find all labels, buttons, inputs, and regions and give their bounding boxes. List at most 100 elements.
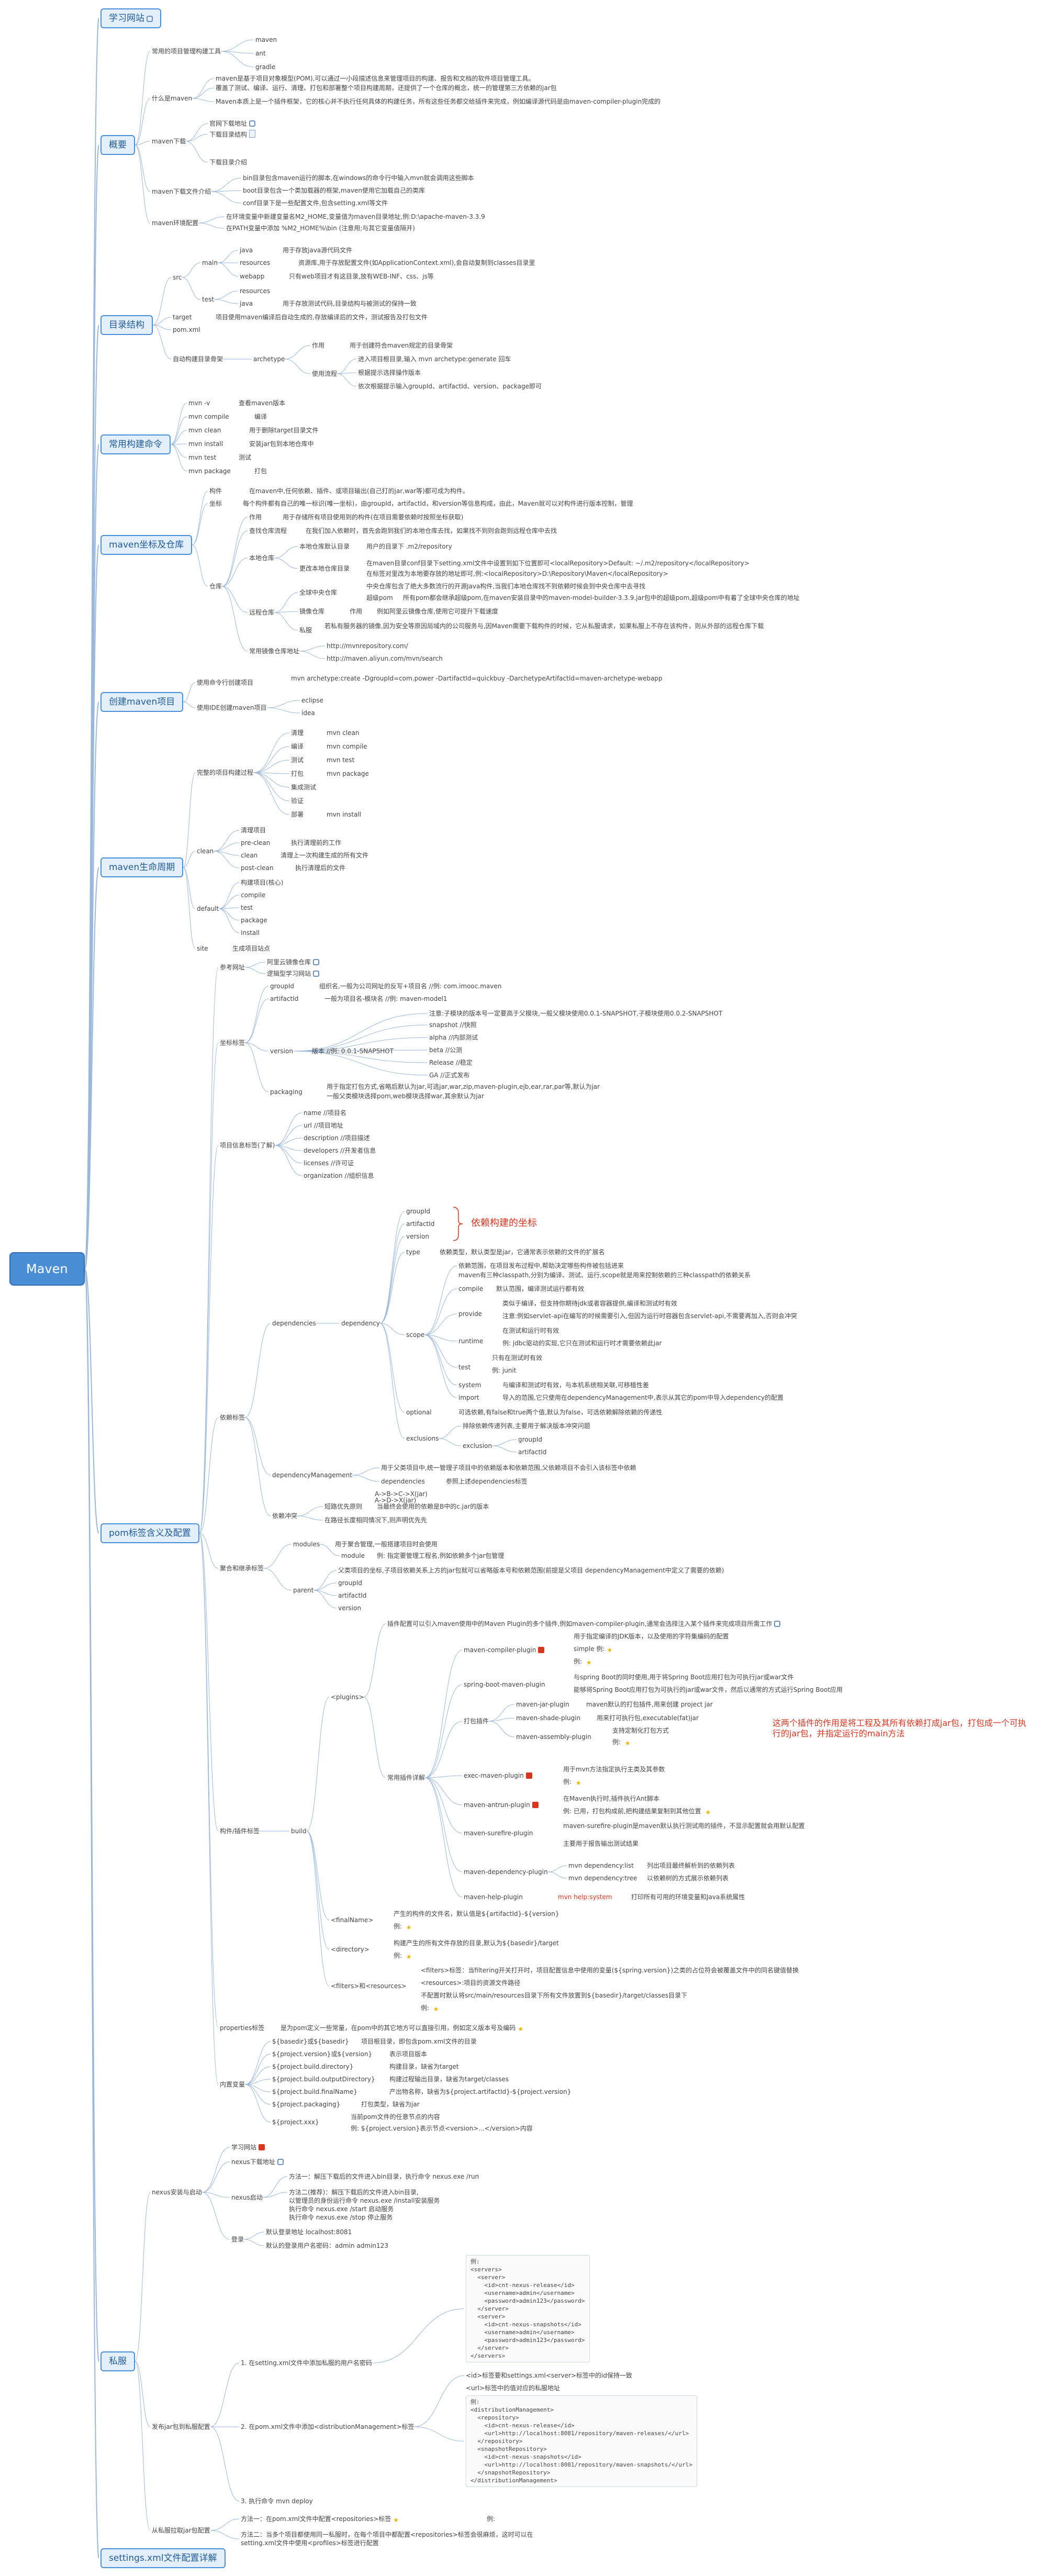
pom-b2[interactable]: ${project.version}或${version} — [272, 2050, 373, 2058]
pom-b4[interactable]: ${project.build.outputDirectory} — [272, 2076, 375, 2083]
pom-mdp[interactable]: maven-dependency-plugin — [464, 1868, 548, 1876]
lc-default[interactable]: default — [197, 905, 219, 912]
pom-common-plugins[interactable]: 常用插件详解 — [387, 1774, 425, 1781]
pom-first[interactable]: 在路径长度相同情况下,则声明优先先 — [324, 1516, 427, 1524]
pom-artifactId[interactable]: artifactId — [270, 995, 299, 1002]
lc-step-2[interactable]: 测试 — [291, 756, 304, 764]
pom-shade[interactable]: maven-shade-plugin — [516, 1714, 581, 1722]
ov-dl-dir[interactable]: 下载目录结构 — [209, 130, 256, 139]
pom-antrun[interactable]: maven-antrun-plugin — [464, 1801, 539, 1809]
pom-filters-ex[interactable]: 例: ★ — [421, 2004, 439, 2013]
co-remote[interactable]: 远程仓库 — [249, 609, 275, 616]
pom-v4[interactable]: Release //稳定 — [429, 1059, 473, 1066]
ov-gradle[interactable]: gradle — [255, 63, 276, 71]
pom-coord-tag[interactable]: 坐标标签 — [220, 1039, 245, 1046]
pom-exclusion[interactable]: exclusion — [463, 1442, 492, 1449]
pom-info[interactable]: 项目信息标签(了解) — [220, 1142, 275, 1149]
co-super[interactable]: 超级pom — [366, 594, 393, 601]
lc-step-0[interactable]: 清理 — [291, 729, 304, 737]
root-node[interactable]: Maven — [9, 1252, 85, 1286]
ov-download[interactable]: maven下载 — [152, 138, 186, 145]
pom-p-artifactId[interactable]: artifactId — [338, 1592, 367, 1599]
dirs-archetype[interactable]: archetype — [253, 355, 285, 363]
pom-builtin[interactable]: 内置变量 — [220, 2081, 245, 2088]
ov-ant[interactable]: ant — [255, 50, 266, 57]
pom-compile[interactable]: compile — [458, 1285, 484, 1292]
pom-pack[interactable]: 打包插件 — [464, 1718, 489, 1725]
pom-exclusions[interactable]: exclusions — [406, 1435, 439, 1442]
link-icon[interactable] — [277, 2159, 284, 2165]
pom-simple[interactable]: simple 例:★ — [574, 1645, 613, 1654]
co-mirror-url[interactable]: 常用镜像仓库地址 — [249, 648, 300, 655]
cr-cmdline[interactable]: 使用命令行创建项目 — [197, 679, 254, 686]
pom-optional[interactable]: optional — [406, 1409, 432, 1416]
pom-agg[interactable]: 聚合和继承标签 — [220, 1565, 264, 1572]
branch-pom[interactable]: pom标签含义及配置 — [100, 1523, 199, 1543]
pom-finalName-ex[interactable]: 例: ★ — [394, 1923, 412, 1931]
pom-properties[interactable]: properties标签 — [220, 2024, 265, 2032]
link-icon[interactable] — [774, 1621, 781, 1627]
branch-create[interactable]: 创建maven项目 — [100, 692, 184, 712]
ov-intro[interactable]: 下载目录介绍 — [209, 159, 248, 166]
pom-ex-artifactId[interactable]: artifactId — [518, 1448, 547, 1456]
pom-dependency[interactable]: dependency — [341, 1320, 380, 1327]
pom-ref2[interactable]: 逻辑型学习网站 — [267, 969, 320, 978]
pom-jar[interactable]: maven-jar-plugin — [516, 1701, 569, 1708]
ov-dl-site[interactable]: 官网下载地址 — [209, 119, 256, 128]
pv-fetch[interactable]: 从私服拉取jar包配置 — [152, 2527, 210, 2534]
pom-mdp1[interactable]: mvn dependency:list — [568, 1862, 634, 1869]
dirs-pom[interactable]: pom.xml — [173, 326, 200, 333]
branch-settings[interactable]: settings.xml文件配置详解 — [100, 2548, 226, 2568]
cmd-4[interactable]: mvn test — [188, 454, 217, 461]
pom-b6[interactable]: ${project.packaging} — [272, 2101, 341, 2108]
co-url2[interactable]: http://maven.aliyun.com/mvn/search — [327, 655, 443, 662]
pom-developers[interactable]: developers //开发者信息 — [304, 1147, 376, 1154]
cmd-5[interactable]: mvn package — [188, 467, 231, 475]
link-icon[interactable] — [313, 971, 320, 977]
pom-mgmt-deps[interactable]: dependencies — [381, 1478, 425, 1485]
pv-c1[interactable]: 1. 在setting.xml文件中添加私服的用户名密码 — [241, 2359, 372, 2367]
pom-antrun-ex[interactable]: 例: 已用，打包构成前,把构建结果复制到其他位置 ★ — [563, 1808, 711, 1816]
pom-module[interactable]: module — [341, 1552, 365, 1559]
lc-test[interactable]: test — [241, 904, 253, 911]
pom-d-version[interactable]: version — [406, 1233, 429, 1240]
ov-file-intro[interactable]: maven下载文件介绍 — [152, 188, 211, 195]
pom-b7[interactable]: ${project.xxx} — [272, 2118, 319, 2126]
pom-ex-groupId[interactable]: groupId — [518, 1436, 543, 1443]
co-mirror[interactable]: 镜像仓库 — [299, 608, 325, 615]
dirs-test-res[interactable]: resources — [240, 287, 271, 295]
lc-full[interactable]: 完整的项目构建过程 — [197, 769, 254, 776]
pom-modules[interactable]: modules — [293, 1541, 320, 1548]
lc-clean-c[interactable]: clean — [241, 852, 258, 859]
dirs-usage[interactable]: 使用流程 — [312, 370, 338, 377]
pom-directory[interactable]: <directory> — [331, 1946, 369, 1953]
dirs-resources[interactable]: resources — [240, 259, 271, 266]
pom-dep-tag[interactable]: 依赖标签 — [220, 1414, 245, 1421]
link-icon[interactable] — [313, 959, 320, 965]
pom-version[interactable]: version — [270, 1047, 293, 1055]
pom-v1[interactable]: snapshot //快照 — [429, 1021, 477, 1029]
branch-lifecycle[interactable]: maven生命周期 — [100, 857, 184, 877]
pv-start[interactable]: nexus启动 — [231, 2194, 263, 2201]
dirs-test-java[interactable]: java — [240, 300, 253, 307]
co-component[interactable]: 构件 — [209, 487, 222, 495]
pom-exec[interactable]: exec-maven-plugin — [464, 1771, 532, 1780]
pom-provide[interactable]: provide — [458, 1310, 483, 1318]
pom-simple-ex[interactable]: 例: ★ — [574, 1658, 592, 1666]
pv-nexus[interactable]: nexus安装与启动 — [152, 2189, 202, 2196]
cmd-0[interactable]: mvn -v — [188, 399, 210, 407]
cmd-1[interactable]: mvn compile — [188, 413, 229, 420]
pom-p-groupId[interactable]: groupId — [338, 1579, 363, 1587]
pom-packaging[interactable]: packaging — [270, 1088, 303, 1096]
dirs-target[interactable]: target — [173, 314, 192, 321]
lc-install[interactable]: install — [241, 929, 260, 936]
cmd-3[interactable]: mvn install — [188, 440, 223, 448]
pom-mdp2[interactable]: mvn dependency:tree — [568, 1875, 637, 1882]
pom-mcp[interactable]: maven-compiler-plugin — [464, 1646, 545, 1654]
pv-login[interactable]: 登录 — [231, 2236, 244, 2243]
co-change[interactable]: 更改本地仓库目录 — [299, 565, 350, 572]
cr-idea[interactable]: idea — [301, 709, 315, 717]
dirs-test[interactable]: test — [202, 296, 215, 303]
pom-runtime[interactable]: runtime — [458, 1337, 484, 1345]
ov-env[interactable]: maven环境配置 — [152, 219, 199, 227]
